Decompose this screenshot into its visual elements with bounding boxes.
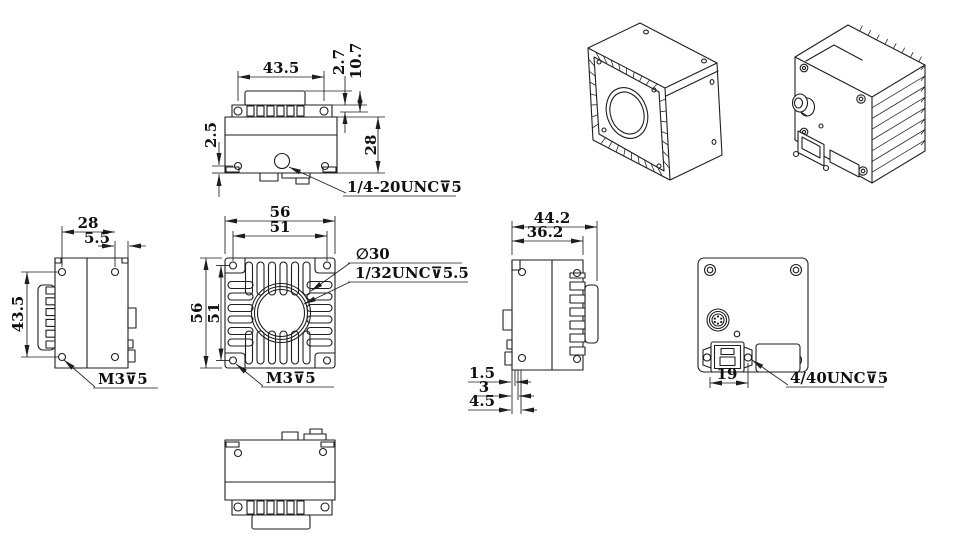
side-right-dimensions: 44.2 36.2 1.5 3 4.5 [468, 209, 598, 414]
top-screw-hole-left [233, 106, 243, 116]
iso-front-silhouette [587, 22, 723, 181]
status-led-hole [733, 330, 741, 338]
view-side-left: 28 5.5 43.5 M3⊽5 [9, 214, 158, 389]
lens-bore [256, 288, 306, 338]
top-connector-tab2 [281, 172, 311, 179]
front-outer-height-dim: 56 [188, 303, 206, 324]
side-left-fins [45, 286, 56, 349]
lens-thread-label: 1/32UNC⊽5.5 [355, 264, 469, 282]
view-top: 43.5 2.7 10.7 28 2.5 1/4-20UNC⊽5 [202, 43, 462, 197]
view-front: 56 51 56 51 ∅30 1/32UNC⊽5.5 M3⊽5 [188, 203, 469, 388]
front-outline [224, 257, 336, 369]
top-fin-height-dim: 10.7 [347, 43, 365, 80]
view-bottom [224, 428, 336, 530]
top-outline [224, 90, 338, 185]
front-vent-slots [227, 261, 333, 365]
io-round-connector [706, 308, 730, 332]
side-left-hole-edge-dim: 5.5 [84, 229, 110, 247]
top-step-dim: 2.7 [330, 49, 348, 75]
front-inner-width-dim: 51 [270, 218, 291, 236]
side-left-hole-pitch-v-dim: 43.5 [9, 296, 27, 333]
front-outer-width-dim: 56 [270, 203, 291, 221]
view-back: 19 4/40UNC⊽5 [697, 257, 888, 388]
lens-thread-outer [250, 282, 312, 344]
side-connector-tab [127, 307, 137, 329]
top-fin-slots [246, 105, 305, 117]
iso-front-fins [588, 51, 670, 177]
iso-usb-connector [792, 130, 830, 172]
side-left-hole-pitch-dim: 28 [78, 214, 99, 232]
side-right-step3-dim: 4.5 [469, 392, 495, 410]
iso-back-hood-edge [805, 44, 863, 62]
lens-barrel-side2 [584, 284, 599, 344]
side-right-connector-tab [502, 309, 513, 331]
side-right-body-dim: 36.2 [527, 223, 564, 241]
side-right-outline [502, 259, 599, 371]
back-dimensions: 19 4/40UNC⊽5 [709, 359, 888, 388]
usb-connector [702, 341, 753, 373]
top-hole-offset-dim: 2.5 [202, 122, 220, 148]
side-right-step2-dim: 3 [479, 378, 489, 396]
top-hood [244, 90, 306, 107]
side-left-screw-label: M3⊽5 [98, 370, 148, 388]
iso-back-silhouette [794, 24, 926, 184]
front-screw-label: M3⊽5 [266, 369, 316, 387]
top-width-dim: 43.5 [263, 59, 300, 77]
back-outline [697, 257, 809, 373]
lens-barrel-side [37, 284, 56, 351]
top-connector-tab [259, 172, 279, 182]
iso-round-connector [791, 93, 816, 117]
front-dimensions: 56 51 56 51 ∅30 1/32UNC⊽5.5 M3⊽5 [188, 203, 469, 388]
view-isometric-front [587, 22, 723, 181]
back-connector-dim: 19 [717, 365, 738, 383]
top-depth-dim: 28 [362, 135, 380, 156]
bottom-body [224, 439, 336, 501]
top-dimensions: 43.5 2.7 10.7 28 2.5 1/4-20UNC⊽5 [202, 43, 462, 197]
side-right-overall-dim: 44.2 [534, 209, 571, 227]
lens-thread-inner [253, 285, 309, 341]
view-side-right: 44.2 36.2 1.5 3 4.5 [468, 209, 599, 414]
iso-back-fins [859, 25, 926, 173]
side-left-body [54, 257, 129, 369]
tripod-mount-hole [273, 152, 291, 170]
lens-diameter-label: ∅30 [356, 245, 390, 263]
side-left-dimensions: 28 5.5 43.5 M3⊽5 [9, 214, 158, 389]
side-right-step1-dim: 1.5 [469, 364, 495, 382]
tripod-thread-label: 1/4-20UNC⊽5 [347, 178, 462, 196]
view-isometric-back [791, 24, 926, 184]
front-inner-height-dim: 51 [205, 303, 223, 324]
iso-led-hole [818, 123, 824, 129]
bottom-fin-slots [246, 500, 305, 515]
side-left-outline [37, 257, 137, 369]
iso-front-face-inner [593, 56, 665, 172]
bottom-hood [251, 514, 311, 530]
iso-front-lens [605, 87, 649, 139]
iso-label-plate [829, 149, 860, 178]
top-screw-hole-right [319, 106, 329, 116]
back-screw-label: 4/40UNC⊽5 [790, 369, 888, 387]
label-plate [755, 343, 801, 373]
